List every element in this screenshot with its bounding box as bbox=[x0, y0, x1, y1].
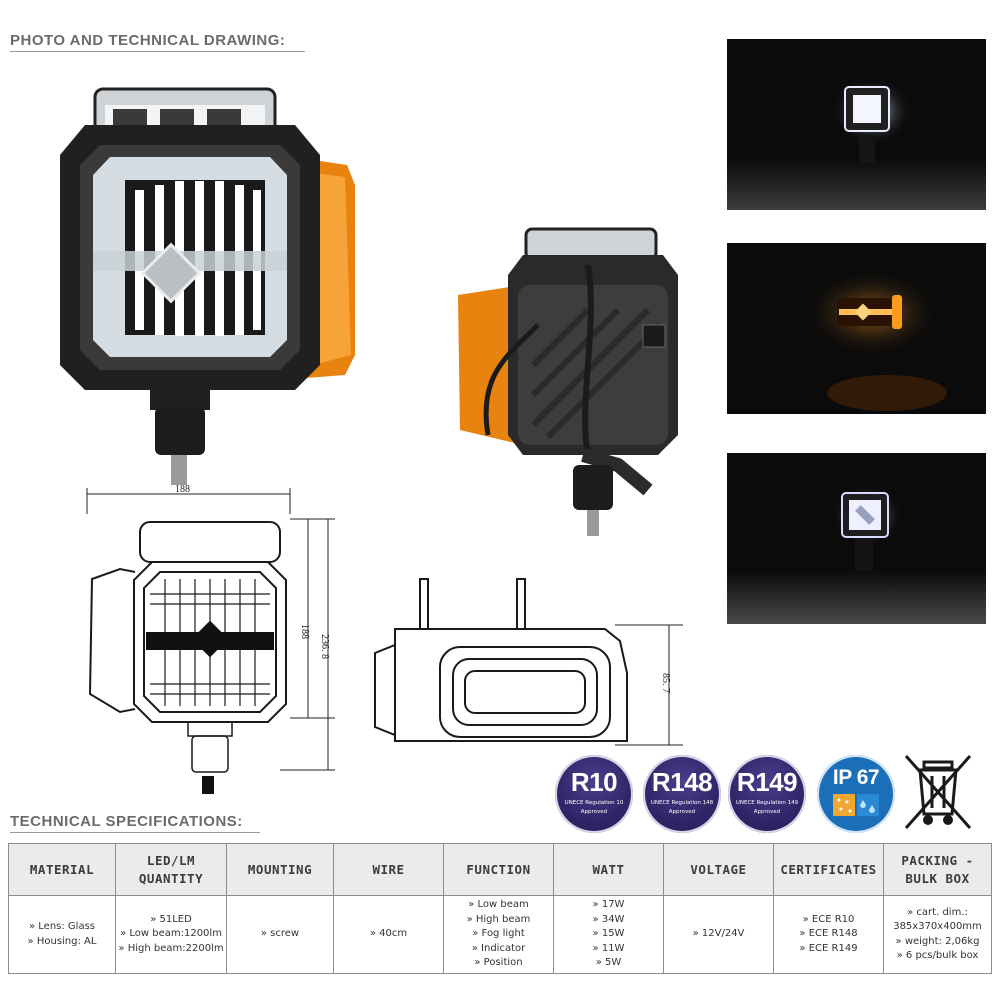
spec-table: MATERIAL LED/LM QUANTITY MOUNTING WIRE F… bbox=[8, 843, 992, 974]
badge-r10-approved: Approved bbox=[580, 809, 608, 815]
cell-voltage: » 12V/24V bbox=[663, 895, 774, 974]
header-material: MATERIAL bbox=[8, 843, 116, 896]
front-lamp-photo bbox=[60, 87, 355, 485]
header-watt: WATT bbox=[553, 843, 664, 896]
badge-r149-code: R149 bbox=[736, 767, 798, 797]
function-low-beam: » Low beam bbox=[468, 899, 529, 911]
watt-indicator: » 11W bbox=[592, 942, 625, 954]
badge-r148-code: R148 bbox=[651, 767, 713, 797]
night-photo-amber-light bbox=[727, 243, 986, 414]
watt-high-beam: » 34W bbox=[592, 913, 625, 925]
badge-r148-regulation: UNECE Regulation 148 bbox=[650, 800, 714, 806]
spec-header-row: MATERIAL LED/LM QUANTITY MOUNTING WIRE F… bbox=[8, 843, 992, 896]
dim-front-width: 188 bbox=[175, 484, 190, 495]
badge-r148-approved: Approved bbox=[668, 809, 696, 815]
side-technical-drawing: 85. 7 bbox=[374, 578, 683, 746]
mounting-value: » screw bbox=[260, 928, 300, 940]
badge-r10-code: R10 bbox=[570, 767, 618, 797]
header-packing: PACKING - BULK BOX bbox=[883, 843, 992, 896]
voltage-value: » 12V/24V bbox=[692, 928, 745, 940]
front-technical-drawing: 188 188 236. 8 bbox=[86, 484, 335, 794]
cell-material: » Lens: Glass » Housing: AL bbox=[8, 895, 116, 974]
rear-lamp-photo bbox=[458, 227, 678, 536]
cell-function: » Low beam » High beam » Fog light » Ind… bbox=[443, 895, 554, 974]
header-led-quantity: LED/LM QUANTITY bbox=[115, 843, 227, 896]
dust-water-icon bbox=[833, 794, 879, 816]
led-low-beam: » Low beam:1200lm bbox=[120, 928, 222, 940]
function-indicator: » Indicator bbox=[471, 942, 526, 954]
dim-total-height: 236. 8 bbox=[319, 634, 330, 659]
packing-quantity: » 6 pcs/bulk box bbox=[896, 950, 979, 961]
photo-section-title: PHOTO AND TECHNICAL DRAWING: bbox=[10, 32, 305, 52]
watt-low-beam: » 17W bbox=[592, 899, 625, 911]
wire-value: » 40cm bbox=[369, 928, 408, 940]
led-count: » 51LED bbox=[150, 913, 192, 925]
spec-value-row: » Lens: Glass » Housing: AL » 51LED » Lo… bbox=[8, 895, 992, 974]
badge-r149-approved: Approved bbox=[753, 809, 781, 815]
night-photo-low-beam bbox=[727, 453, 986, 624]
led-high-beam: » High beam:2200lm bbox=[118, 942, 224, 954]
cell-wire: » 40cm bbox=[333, 895, 444, 974]
cell-mounting: » screw bbox=[226, 895, 334, 974]
cell-led-quantity: » 51LED » Low beam:1200lm » High beam:22… bbox=[115, 895, 227, 974]
dim-side-height: 85. 7 bbox=[660, 673, 671, 693]
badge-r148: R148 UNECE Regulation 148 Approved bbox=[643, 755, 721, 833]
packing-carton-dim: 385x370x400mm bbox=[893, 921, 982, 932]
header-function: FUNCTION bbox=[443, 843, 554, 896]
header-certificates: CERTIFICATES bbox=[773, 843, 884, 896]
night-photo-white-light bbox=[727, 39, 986, 210]
badge-ip67: IP 67 bbox=[817, 755, 895, 833]
badge-r149-regulation: UNECE Regulation 149 bbox=[735, 800, 799, 806]
weee-crossed-bin-icon bbox=[904, 755, 972, 829]
cert-r10: » ECE R10 bbox=[802, 913, 855, 925]
watt-fog-light: » 15W bbox=[592, 928, 625, 940]
cert-r149: » ECE R149 bbox=[799, 942, 858, 954]
cert-r148: » ECE R148 bbox=[799, 928, 858, 940]
badge-r10-regulation: UNECE Regulation 10 bbox=[564, 800, 624, 806]
header-wire: WIRE bbox=[333, 843, 444, 896]
function-fog-light: » Fog light bbox=[472, 928, 525, 940]
cell-certificates: » ECE R10 » ECE R148 » ECE R149 bbox=[773, 895, 884, 974]
cell-watt: » 17W » 34W » 15W » 11W » 5W bbox=[553, 895, 664, 974]
specs-section-title: TECHNICAL SPECIFICATIONS: bbox=[10, 813, 260, 833]
header-mounting: MOUNTING bbox=[226, 843, 334, 896]
badge-r10: R10 UNECE Regulation 10 Approved bbox=[555, 755, 633, 833]
function-high-beam: » High beam bbox=[466, 913, 531, 925]
badge-ip67-code: IP 67 bbox=[832, 766, 880, 789]
material-lens: » Lens: Glass bbox=[28, 921, 95, 932]
dim-front-height: 188 bbox=[299, 624, 310, 639]
cell-packing: » cart. dim.: 385x370x400mm » weight: 2,… bbox=[883, 895, 992, 974]
header-voltage: VOLTAGE bbox=[663, 843, 774, 896]
badge-r149: R149 UNECE Regulation 149 Approved bbox=[728, 755, 806, 833]
watt-position: » 5W bbox=[595, 957, 622, 969]
function-position: » Position bbox=[474, 957, 523, 969]
packing-carton-label: » cart. dim.: bbox=[907, 906, 968, 918]
packing-weight: » weight: 2,06kg bbox=[895, 935, 980, 947]
material-housing: » Housing: AL bbox=[27, 935, 97, 947]
